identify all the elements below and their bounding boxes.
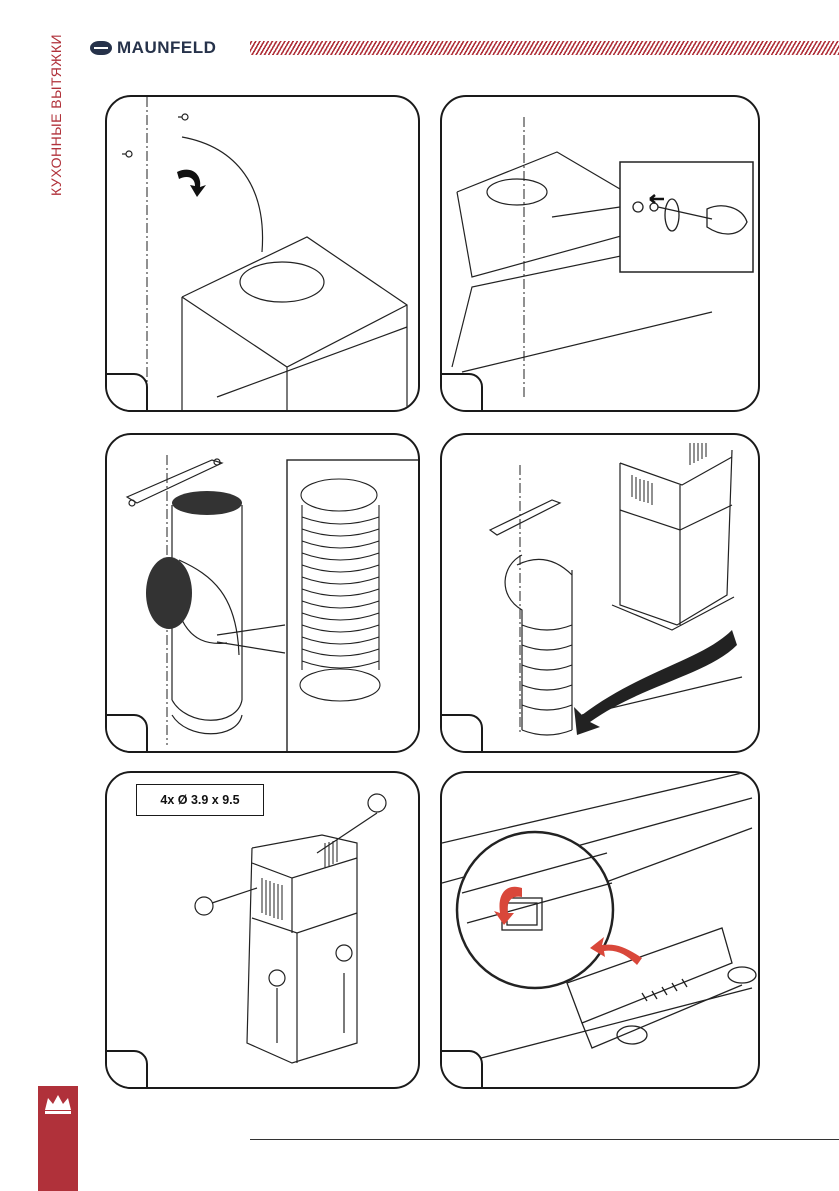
screw-spec-label: 4x Ø 3.9 x 9.5 [136,784,264,816]
brand-name: MAUNFELD [117,38,216,58]
step-number-box [440,1050,483,1089]
step-number-box [440,373,483,412]
illustration-duct-and-chimney [442,435,760,753]
step-panel-5 [105,771,420,1089]
step-panel-4 [440,433,760,753]
illustration-chimney-screws [107,773,420,1089]
illustration-remove-screws [107,97,420,412]
step-panel-1 [105,95,420,412]
step-panel-2 [440,95,760,412]
step-number-box [105,1050,148,1089]
step-number-box [105,714,148,753]
step-number-box [105,373,148,412]
step-panel-6 [440,771,760,1089]
illustration-screwdriver-detail [442,97,760,412]
brand-side-bar [38,1086,78,1191]
step-panel-3 [105,433,420,753]
category-vertical-label: КУХОННЫЕ ВЫТЯЖКИ [48,34,64,196]
footer-rule [250,1139,839,1140]
logo-emblem-icon [90,41,112,55]
step-number-box [440,714,483,753]
brand-logo: MAUNFELD [90,38,216,58]
illustration-transport-lock [442,773,760,1089]
crown-icon [42,1092,74,1116]
illustration-bracket-and-duct [107,435,420,753]
header-hatch-bar [250,41,839,55]
